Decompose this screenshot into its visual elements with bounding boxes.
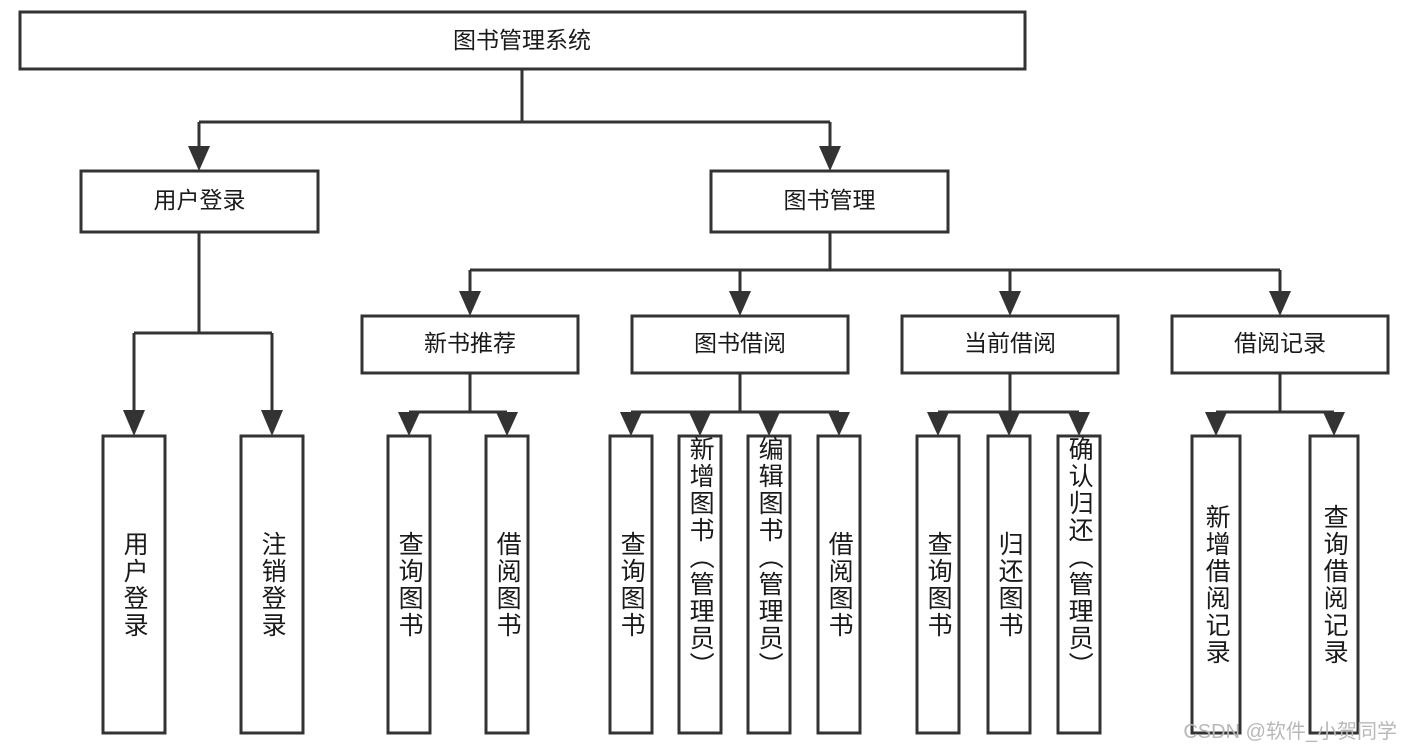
node-box-leaf-borrow-borrow-book[interactable]	[816, 434, 862, 735]
arrow-newbook-to-query	[398, 412, 420, 436]
node-box-leaf-records-query[interactable]	[1308, 434, 1360, 735]
node-label-new-book-recommend: 新书推荐	[424, 330, 516, 356]
node-box-leaf-current-return-book[interactable]	[986, 434, 1032, 735]
node-label-borrow-records: 借阅记录	[1234, 330, 1326, 356]
node-box-leaf-borrow-edit-book[interactable]	[746, 434, 792, 735]
arrow-bookmgmt-to-current	[999, 291, 1021, 316]
arrow-records-to-add	[1205, 412, 1227, 436]
node-box-leaf-current-query-book[interactable]	[915, 434, 961, 735]
node-box-leaf-borrow-query-book[interactable]	[608, 434, 654, 735]
node-label-book-management: 图书管理	[784, 187, 876, 213]
watermark-text: CSDN @软件_小贺同学	[1183, 721, 1397, 743]
arrow-borrow-to-edit	[758, 412, 780, 436]
connector-group-new-book	[398, 373, 518, 436]
arrow-bookmgmt-to-newbook	[459, 291, 481, 316]
connector-group-book-mgmt	[459, 232, 1291, 316]
arrow-newbook-to-borrow	[496, 412, 518, 436]
connector-group-user-login	[123, 232, 283, 436]
arrow-records-to-query	[1323, 412, 1345, 436]
arrow-current-to-query	[927, 412, 949, 436]
node-box-book-management[interactable]	[709, 169, 950, 234]
node-box-leaf-user-login[interactable]	[101, 434, 167, 735]
connector-group-borrow-records	[1205, 373, 1345, 436]
connector-group-root	[188, 69, 841, 171]
arrow-login-to-logout	[261, 410, 283, 436]
arrow-current-to-confirm	[1068, 412, 1090, 436]
arrow-bookmgmt-to-borrow	[729, 291, 751, 316]
arrow-bookmgmt-to-records	[1269, 291, 1291, 316]
arrow-root-to-bookmgmt	[819, 146, 841, 171]
arrow-borrow-to-borrow	[828, 412, 850, 436]
node-box-leaf-logout[interactable]	[239, 434, 305, 735]
arrow-current-to-return	[998, 412, 1020, 436]
node-box-leaf-borrow-add-book[interactable]	[677, 434, 723, 735]
node-box-current-borrow[interactable]	[900, 314, 1120, 375]
arrow-borrow-to-add	[689, 412, 711, 436]
node-box-new-book-recommend[interactable]	[360, 314, 580, 375]
connector-group-book-borrow	[620, 373, 850, 436]
arrow-root-to-login	[188, 146, 210, 171]
node-box-leaf-records-add[interactable]	[1190, 434, 1242, 735]
node-box-leaf-recommend-query-book[interactable]	[386, 434, 432, 735]
node-box-borrow-records[interactable]	[1170, 314, 1390, 375]
node-box-leaf-current-confirm-return[interactable]	[1056, 434, 1102, 735]
node-label-current-borrow: 当前借阅	[964, 330, 1056, 356]
node-box-leaf-recommend-borrow-book[interactable]	[484, 434, 530, 735]
arrow-login-to-user-login	[123, 410, 145, 436]
arrow-borrow-to-query	[620, 412, 642, 436]
node-box-root[interactable]	[18, 10, 1027, 71]
connector-group-current-borrow	[927, 373, 1090, 436]
node-label-user-login: 用户登录	[154, 187, 246, 213]
node-box-user-login[interactable]	[79, 169, 320, 234]
node-label-book-borrow: 图书借阅	[694, 330, 786, 356]
node-label-root: 图书管理系统	[453, 27, 591, 53]
node-box-book-borrow[interactable]	[630, 314, 850, 375]
